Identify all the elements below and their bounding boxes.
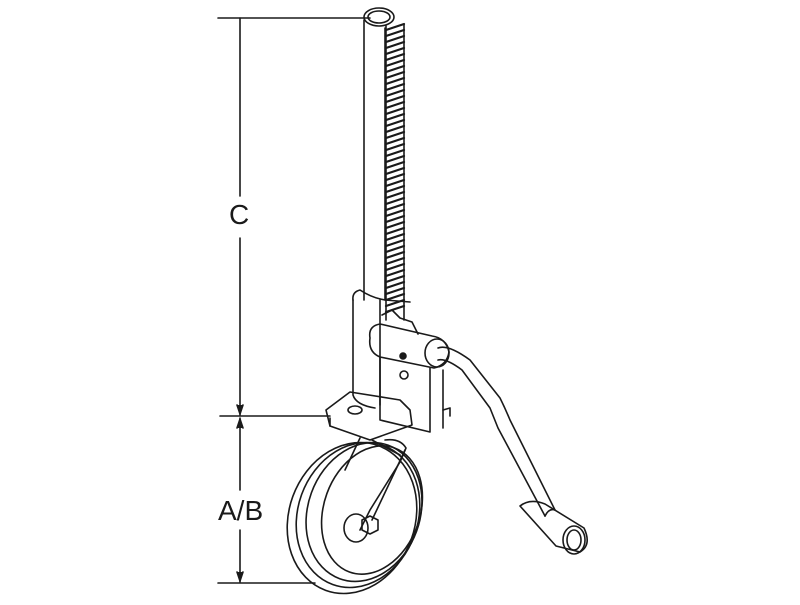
dimension-label-a-b: A/B [218,495,264,527]
clamp-bracket [368,309,451,433]
wheel [286,441,424,595]
crank-handle [437,346,556,517]
dimension-lines [217,17,371,584]
handle-grip [519,500,588,555]
threaded-spindle [384,22,406,321]
outer-tube [363,7,395,301]
axle-nut [361,515,379,535]
dimension-label-c: C [229,199,250,231]
mount-plate [325,391,413,441]
